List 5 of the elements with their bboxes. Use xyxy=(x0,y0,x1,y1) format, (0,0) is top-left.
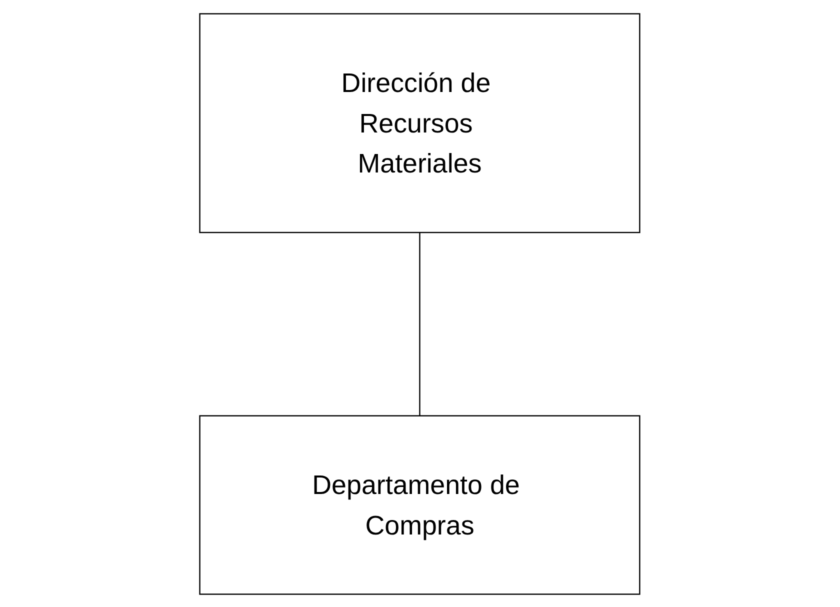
org-box xyxy=(199,414,641,594)
box-label: Departamento de Compras xyxy=(311,468,522,542)
box-label: Dirección de Recursos Materiales xyxy=(340,66,492,180)
connector-line xyxy=(419,232,421,416)
org-box xyxy=(199,12,641,233)
